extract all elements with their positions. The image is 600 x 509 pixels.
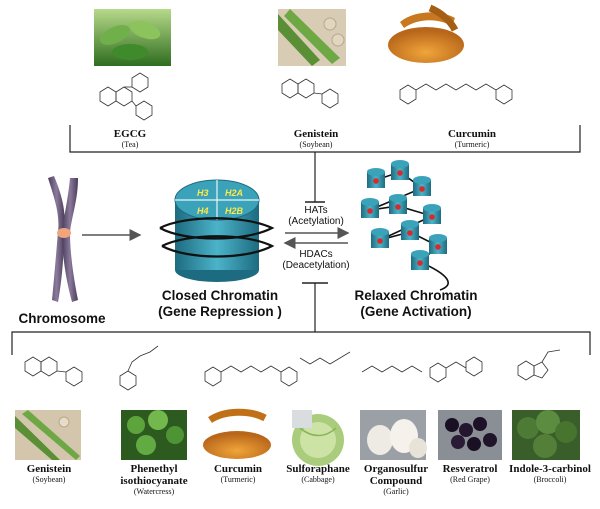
bottom-compound-indole: Indole-3-carbinol (Broccoli) [504,463,596,484]
compound-source: (Turmeric) [220,475,256,484]
nucleosome-bead [389,194,407,214]
chromosome-graphic [48,176,78,302]
compound-source: (Turmeric) [454,140,490,149]
relaxed-chromatin-title: Relaxed Chromatin [354,288,478,303]
top-compound-egcg: EGCG (Tea) [100,128,160,149]
turmeric-photo-top [388,4,464,63]
closed-chromatin-nucleosome: H3 H2A H4 H2B [159,179,275,282]
soybean-photo-bottom [15,410,81,460]
compound-name: Indole-3-carbinol [509,463,591,475]
relaxed-chromatin-graphic [361,160,449,291]
compound-source: (Red Grape) [450,475,490,484]
hdacs-sub: (Deacetylation) [282,260,350,271]
histone-h4: H4 [197,206,209,216]
hats-label: HATs (Acetylation) [276,205,356,227]
egcg-structure [99,72,153,121]
bottom-structures [24,345,561,391]
genistein-structure-top [281,78,339,109]
compound-name: Curcumin [213,463,263,475]
compound-name: Resveratrol [442,463,498,475]
hdacs-label: HDACs (Deacetylation) [276,249,356,271]
compound-source: (Tea) [121,140,139,149]
histone-h2a: H2A [225,188,243,198]
top-compound-curcumin: Curcumin (Turmeric) [440,128,504,149]
closed-chromatin-title: Closed Chromatin [161,288,279,303]
garlic-photo [360,410,427,460]
compound-source: (Broccoli) [533,475,567,484]
nucleosome-bead [429,234,447,254]
compound-source: (Garlic) [383,487,409,496]
compound-name-line2: isothiocyanate [120,475,188,487]
compound-name: EGCG [113,128,147,140]
bottom-compound-peitc: Phenethyl isothiocyanate (Watercress) [110,463,198,496]
compound-name: Genistein [26,463,72,475]
relaxed-chromatin-sub: (Gene Activation) [360,304,472,319]
compound-source: (Cabbage) [301,475,335,484]
broccoli-photo [512,410,580,460]
nucleosome-bead [413,176,431,196]
cabbage-photo [292,410,344,466]
bottom-compound-genistein: Genistein (Soybean) [12,463,86,484]
chromosome-label: Chromosome [18,311,106,326]
compound-name: Phenethyl [130,463,178,475]
watercress-photo [121,410,187,460]
turmeric-photo-bottom [203,408,271,459]
soybean-photo-top [278,9,346,66]
histone-h3: H3 [197,188,209,198]
nucleosome-bead [391,160,409,180]
hdacs-name: HDACs [299,249,333,260]
compound-name: Genistein [293,128,339,140]
nucleosome-bead [367,168,385,188]
nucleosome-bead [371,228,389,248]
nucleosome-bead [401,220,419,240]
top-bracket [69,125,581,153]
compound-name: Sulforaphane [286,463,350,475]
compound-source: (Soybean) [299,140,333,149]
tea-photo [94,9,171,66]
nucleosome-bead [361,198,379,218]
compound-name-line2: Compound [369,475,423,487]
compound-source: (Watercress) [133,487,175,496]
bottom-compound-curcumin: Curcumin (Turmeric) [206,463,270,484]
top-compound-genistein: Genistein (Soybean) [284,128,348,149]
nucleosome-bead [423,204,441,224]
red-grape-photo [438,410,502,460]
curcumin-structure-top [399,83,513,105]
bottom-compound-sulforaphane: Sulforaphane (Cabbage) [278,463,358,484]
closed-chromatin-label: Closed Chromatin (Gene Repression ) [150,288,290,320]
compound-name: Curcumin [447,128,497,140]
bottom-bracket [11,331,591,355]
histone-h2b: H2B [225,206,244,216]
nucleosome-bead [411,250,429,270]
relaxed-chromatin-label: Relaxed Chromatin (Gene Activation) [346,288,486,320]
compound-name: Organosulfur [363,463,429,475]
compound-source: (Soybean) [32,475,66,484]
closed-chromatin-sub: (Gene Repression ) [158,304,282,319]
bottom-compound-resveratrol: Resveratrol (Red Grape) [434,463,506,484]
hats-sub: (Acetylation) [288,216,344,227]
bottom-compound-organosulfur: Organosulfur Compound (Garlic) [356,463,436,496]
hats-name: HATs [304,205,328,216]
